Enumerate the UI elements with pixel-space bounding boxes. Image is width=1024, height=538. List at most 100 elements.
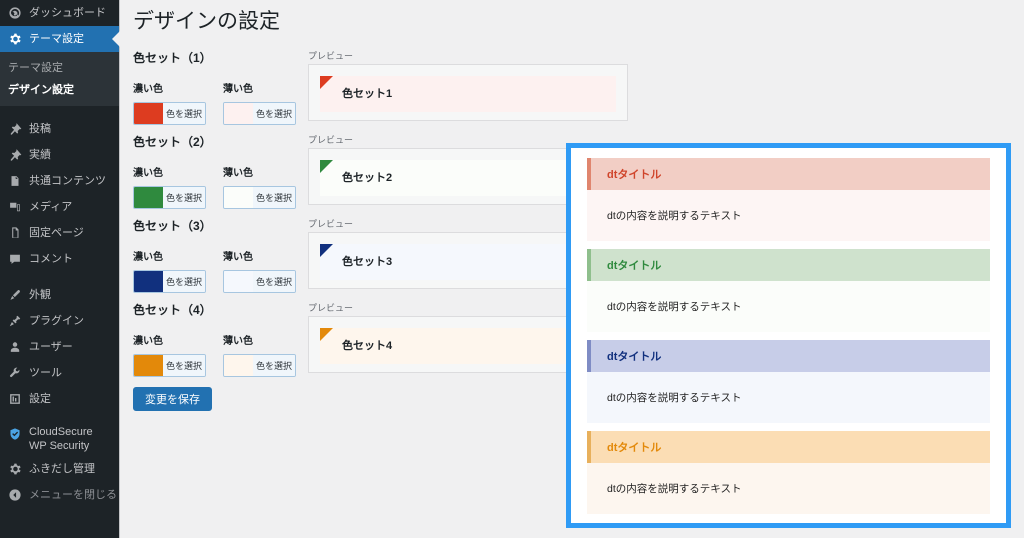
color-swatch [134, 271, 163, 293]
light-color-label: 薄い色 [223, 252, 253, 264]
dd-content-text: dtの内容を説明するテキスト [607, 301, 742, 313]
pick-color-label: 色を選択 [253, 271, 295, 293]
sidebar-subitem-theme-settings[interactable]: テーマ設定 [8, 62, 63, 74]
sidebar-item-label: ツール [29, 366, 62, 379]
corner-triangle-icon [320, 328, 333, 342]
color-set-row: 色セット（1） 濃い色 色を選択 薄い色 色を選択 [133, 49, 1024, 126]
sidebar-item-comments[interactable]: コメント [0, 246, 119, 272]
color-swatch [224, 355, 253, 377]
light-color-button[interactable]: 色を選択 [223, 354, 296, 378]
color-set-controls: 色セット（1） 濃い色 色を選択 薄い色 色を選択 [133, 49, 308, 126]
preview-label: プレビュー [308, 219, 354, 230]
corner-triangle-icon [320, 160, 333, 174]
sidebar-item-dashboard[interactable]: ダッシュボード [0, 0, 119, 26]
sidebar-item-label: ふきだし管理 [29, 462, 95, 475]
shield-check-icon [8, 427, 22, 441]
sidebar-item-common-content[interactable]: 共通コンテンツ [0, 168, 119, 194]
dd-content-row: dtの内容を説明するテキスト [587, 281, 990, 332]
sidebar-item-pages[interactable]: 固定ページ [0, 220, 119, 246]
light-color-picker-group: 薄い色 色を選択 [223, 80, 298, 126]
dd-content-text: dtの内容を説明するテキスト [607, 483, 742, 495]
sidebar-item-tools[interactable]: ツール [0, 360, 119, 386]
page-icon [8, 174, 22, 188]
light-color-picker-group: 薄い色 色を選択 [223, 164, 298, 210]
sidebar-item-collapse-menu[interactable]: メニューを閉じる [0, 482, 119, 508]
dark-color-button[interactable]: 色を選択 [133, 102, 206, 126]
dl-block: dtタイトル dtの内容を説明するテキスト [587, 158, 990, 241]
color-pickers: 濃い色 色を選択 薄い色 色を選択 [133, 164, 308, 210]
sidebar-item-media[interactable]: メディア [0, 194, 119, 220]
preview-label: プレビュー [308, 135, 354, 146]
color-swatch [134, 103, 163, 125]
sidebar-item-cloudsecure-wp-security[interactable]: CloudSecure WP Security [0, 422, 119, 456]
light-color-button[interactable]: 色を選択 [223, 186, 296, 210]
dd-content-row: dtの内容を説明するテキスト [587, 190, 990, 241]
dt-title-text: dtタイトル [607, 351, 662, 363]
sidebar-item-label: 設定 [29, 392, 51, 405]
sidebar-item-theme-settings[interactable]: テーマ設定 [0, 26, 119, 52]
dt-title-row: dtタイトル [587, 340, 990, 372]
dark-color-label: 濃い色 [133, 168, 163, 180]
color-swatch [134, 187, 163, 209]
sidebar-item-appearance[interactable]: 外観 [0, 282, 119, 308]
menu-divider [0, 106, 119, 116]
sidebar-item-label: メニューを閉じる [29, 488, 117, 501]
pick-color-label: 色を選択 [253, 187, 295, 209]
gear-icon [8, 462, 22, 476]
light-color-button[interactable]: 色を選択 [223, 102, 296, 126]
light-color-label: 薄い色 [223, 168, 253, 180]
dark-color-picker-group: 濃い色 色を選択 [133, 248, 208, 294]
sidebar-item-fukidashi-manage[interactable]: ふきだし管理 [0, 456, 119, 482]
light-color-label: 薄い色 [223, 336, 253, 348]
color-swatch [224, 271, 253, 293]
preview-box: 色セット1 [308, 64, 628, 122]
color-set-title: 色セット（4） [133, 303, 212, 318]
pin-icon [8, 122, 22, 136]
preview-text: 色セット1 [342, 88, 393, 101]
settings-sliders-icon [8, 392, 22, 406]
pick-color-label: 色を選択 [163, 103, 205, 125]
sidebar-item-label: テーマ設定 [29, 32, 84, 45]
sidebar-submenu-theme-settings: テーマ設定 デザイン設定 [0, 52, 119, 106]
appearance-brush-icon [8, 288, 22, 302]
dark-color-picker-group: 濃い色 色を選択 [133, 164, 208, 210]
menu-divider [0, 272, 119, 282]
dd-content-row: dtの内容を説明するテキスト [587, 463, 990, 514]
preview-text: 色セット2 [342, 172, 393, 185]
dark-color-button[interactable]: 色を選択 [133, 354, 206, 378]
color-set-title: 色セット（2） [133, 135, 212, 150]
sidebar-subitem-design-settings[interactable]: デザイン設定 [8, 84, 74, 96]
save-col: 変更を保存 [133, 385, 308, 412]
dt-title-row: dtタイトル [587, 431, 990, 463]
sidebar-item-settings[interactable]: 設定 [0, 386, 119, 412]
sidebar-item-achievements[interactable]: 実績 [0, 142, 119, 168]
pick-color-label: 色を選択 [163, 187, 205, 209]
preview-label: プレビュー [308, 303, 354, 314]
preview-text: 色セット3 [342, 256, 393, 269]
sidebar-item-label: 実績 [29, 148, 51, 161]
light-color-label: 薄い色 [223, 84, 253, 96]
dark-color-picker-group: 濃い色 色を選択 [133, 332, 208, 378]
sidebar-item-plugins[interactable]: プラグイン [0, 308, 119, 334]
dashboard-icon [8, 6, 22, 20]
light-color-picker-group: 薄い色 色を選択 [223, 248, 298, 294]
sidebar-item-label: 共通コンテンツ [29, 174, 106, 187]
dark-color-label: 濃い色 [133, 252, 163, 264]
color-set-title: 色セット（3） [133, 219, 212, 234]
dark-color-button[interactable]: 色を選択 [133, 186, 206, 210]
save-row: 変更を保存 [133, 385, 1024, 412]
color-pickers: 濃い色 色を選択 薄い色 色を選択 [133, 332, 308, 378]
save-button[interactable]: 変更を保存 [133, 387, 212, 412]
color-set-controls: 色セット（3） 濃い色 色を選択 薄い色 色を選択 [133, 217, 308, 294]
dl-block: dtタイトル dtの内容を説明するテキスト [587, 249, 990, 332]
dl-block: dtタイトル dtの内容を説明するテキスト [587, 340, 990, 423]
sidebar-item-users[interactable]: ユーザー [0, 334, 119, 360]
sidebar-item-label: 投稿 [29, 122, 51, 135]
dark-color-button[interactable]: 色を選択 [133, 270, 206, 294]
sidebar-item-label: コメント [29, 252, 73, 265]
sidebar-item-label: 外観 [29, 288, 51, 301]
wrench-icon [8, 366, 22, 380]
light-color-button[interactable]: 色を選択 [223, 270, 296, 294]
color-set-preview: プレビュー 色セット1 [308, 49, 1024, 122]
sidebar-item-posts[interactable]: 投稿 [0, 116, 119, 142]
